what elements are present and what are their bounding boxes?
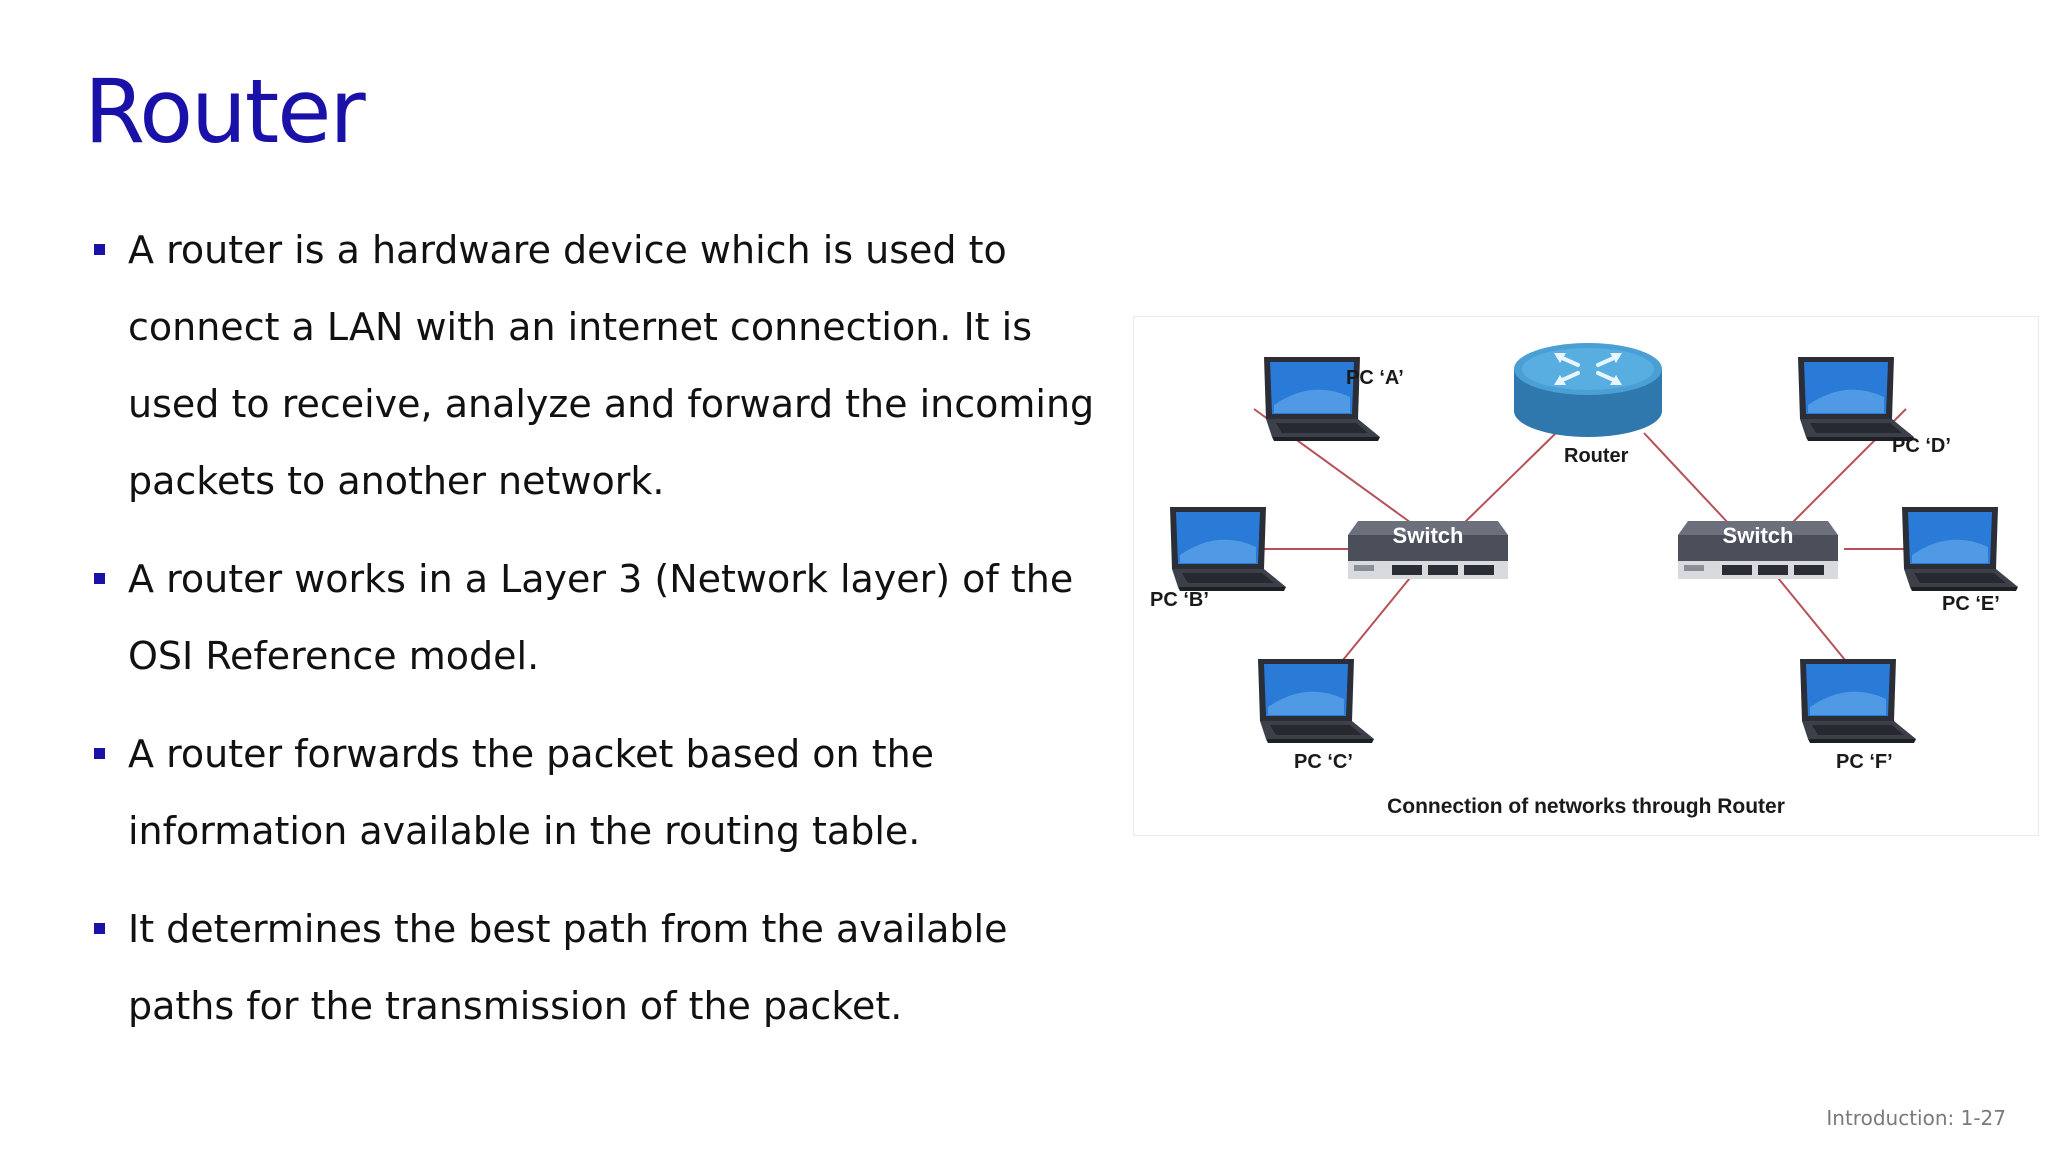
bullet-square-icon [94,748,105,759]
pc-c-label: PC ‘C’ [1294,751,1353,773]
switch-left-icon [1348,521,1508,579]
network-diagram: Switch Switch Router PC ‘A’ PC ‘B’ PC ‘C… [1133,316,2039,836]
switch-right-label: Switch [1722,523,1794,548]
bullet-item: A router works in a Layer 3 (Network lay… [92,541,1122,695]
laptop-pc-d-icon [1798,357,1914,441]
router-icon [1514,343,1662,437]
link-pc-c-switch [1333,572,1415,672]
bullet-square-icon [94,244,105,255]
pc-b-label: PC ‘B’ [1150,589,1209,611]
network-diagram-graphic [1170,343,2018,743]
bullet-text: A router works in a Layer 3 (Network lay… [128,557,1074,678]
link-switch-router-left [1461,432,1557,526]
laptop-pc-e-icon [1902,507,2018,591]
bullet-square-icon [94,923,105,934]
bullet-item: It determines the best path from the ava… [92,891,1122,1045]
slide-footer: Introduction: 1-27 [1826,1106,2006,1130]
slide-title: Router [84,60,366,163]
bullet-text: A router is a hardware device which is u… [128,228,1095,503]
bullet-item: A router forwards the packet based on th… [92,716,1122,870]
switch-left-label: Switch [1392,523,1464,548]
switch-right: Switch [1678,521,1838,579]
bullet-list: A router is a hardware device which is u… [92,212,1122,1066]
bullet-text: A router forwards the packet based on th… [128,732,935,853]
bullet-text: It determines the best path from the ava… [128,907,1008,1028]
pc-e-label: PC ‘E’ [1942,593,2000,615]
link-router-switch-right [1643,432,1731,526]
pc-a-label: PC ‘A’ [1346,367,1404,389]
laptop-pc-f-icon [1800,659,1916,743]
bullet-item: A router is a hardware device which is u… [92,212,1122,520]
switch-right-icon [1678,521,1838,579]
laptop-pc-c-icon [1258,659,1374,743]
router-label: Router [1564,445,1629,467]
pc-f-label: PC ‘F’ [1836,751,1893,773]
link-pc-f-switch [1773,572,1855,672]
switch-left: Switch [1348,521,1508,579]
diagram-caption: Connection of networks through Router [1387,795,1785,818]
bullet-square-icon [94,573,105,584]
pc-d-label: PC ‘D’ [1892,435,1951,457]
